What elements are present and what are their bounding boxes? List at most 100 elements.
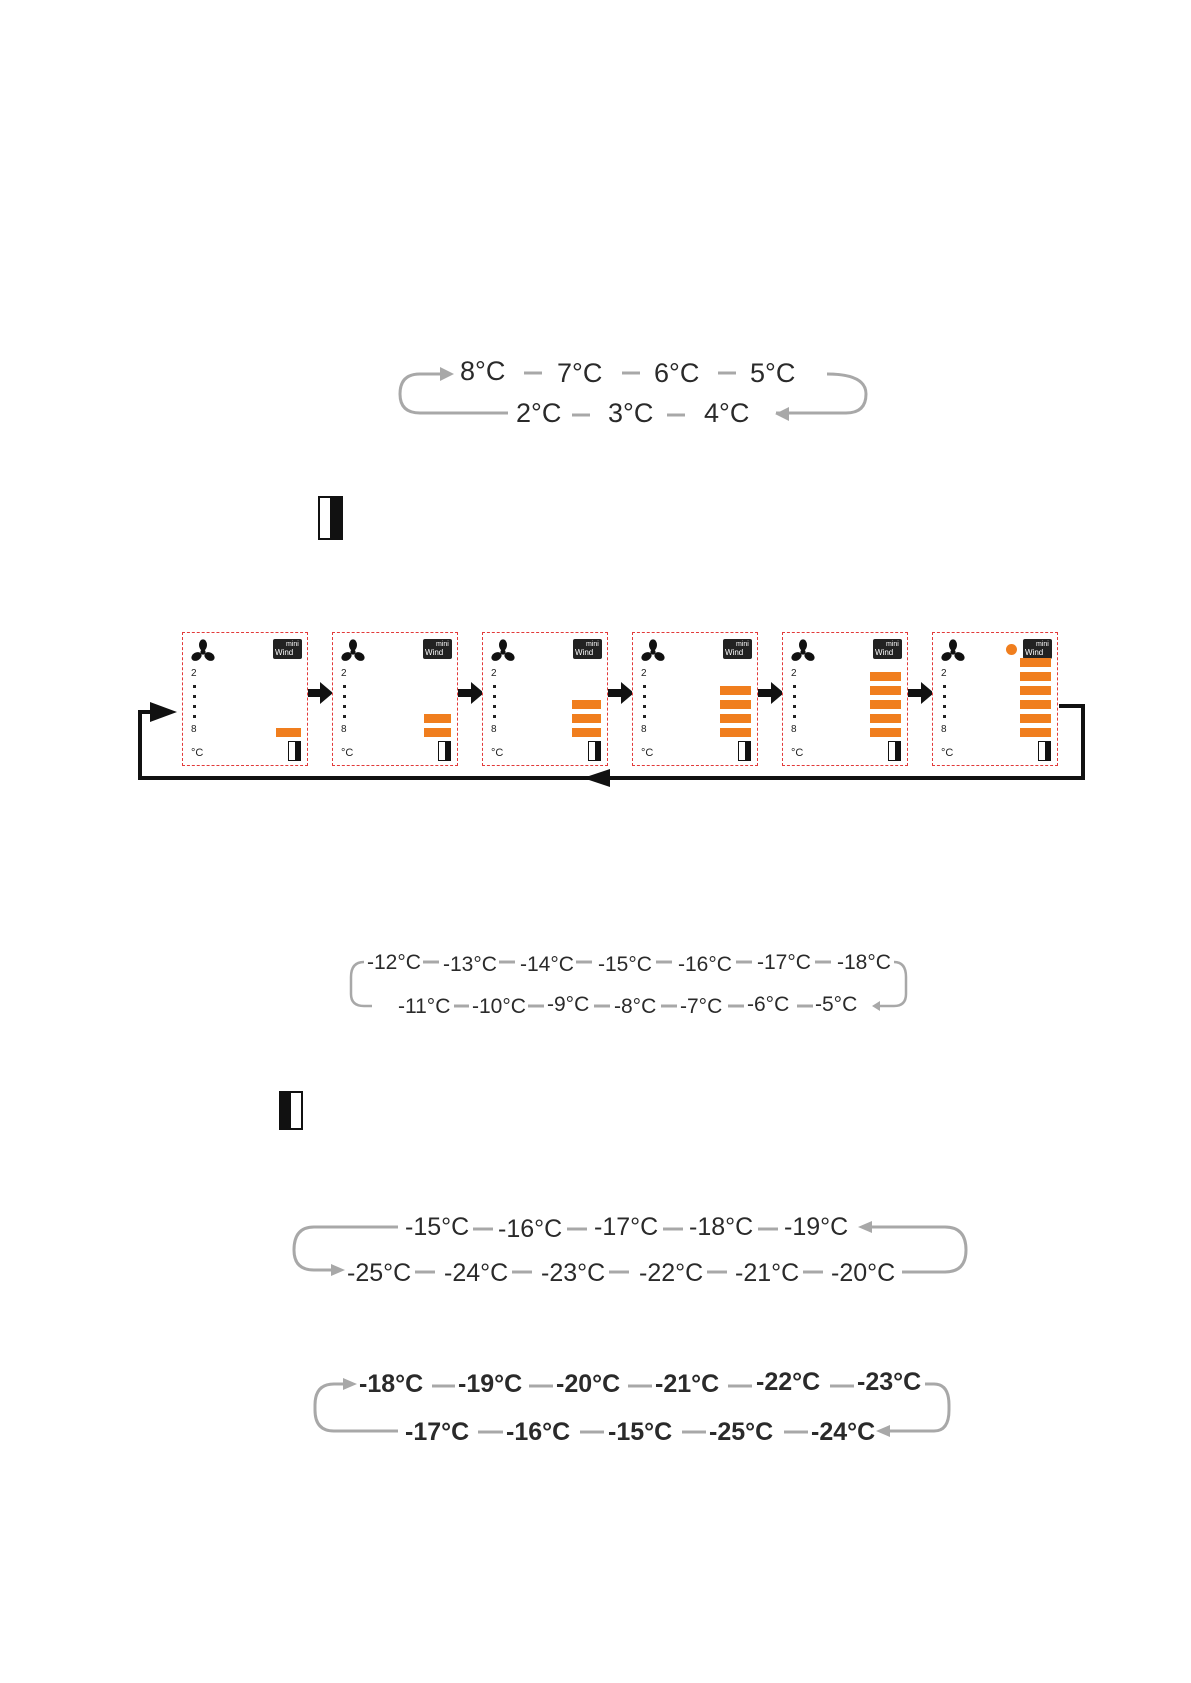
scale-top-label: 2	[791, 668, 797, 679]
step-arrow-icon	[907, 682, 934, 704]
unit-label: °C	[941, 747, 954, 759]
temp-minus-18: -18°C	[837, 951, 891, 974]
level-bar	[1020, 686, 1051, 695]
level-bar	[276, 728, 301, 737]
unit-label: °C	[641, 747, 654, 759]
unit-label: °C	[491, 747, 504, 759]
panel-cycle-flow	[138, 682, 1085, 787]
temp-minus-23: -23°C	[541, 1259, 606, 1287]
arrowhead-icon	[440, 367, 454, 381]
unit-label: °C	[341, 747, 354, 759]
level-bar	[870, 700, 901, 709]
temp-minus-25: -25°C	[709, 1418, 774, 1446]
step-arrows	[306, 682, 934, 704]
scale-dot	[193, 715, 196, 718]
temp-minus-10: -10°C	[472, 995, 526, 1018]
badge-label-bottom: Wind	[275, 648, 294, 657]
temp-minus-25: -25°C	[347, 1259, 412, 1287]
scale-dot	[493, 715, 496, 718]
scale-dot	[493, 695, 496, 698]
temp-minus-22: -22°C	[639, 1259, 704, 1287]
badge-label-top: mini	[736, 641, 749, 648]
fan-icon	[790, 639, 816, 665]
badge-label-top: mini	[586, 641, 599, 648]
scale-dot	[943, 705, 946, 708]
unit-label: °C	[791, 747, 804, 759]
level-bar	[1020, 658, 1051, 667]
scale-dot	[643, 685, 646, 688]
step-arrow-icon	[306, 682, 333, 704]
scale-dot	[193, 695, 196, 698]
temp-minus-20: -20°C	[831, 1259, 896, 1287]
scale-dot	[793, 715, 796, 718]
fan-icon	[340, 639, 366, 665]
temp-2: 2°C	[516, 398, 562, 428]
scale-dot	[343, 685, 346, 688]
temp-minus-21: -21°C	[735, 1259, 800, 1287]
temp-7: 7°C	[557, 358, 603, 388]
scale-dot	[493, 685, 496, 688]
scale-dot	[493, 705, 496, 708]
level-bar	[1020, 714, 1051, 723]
arrowhead-icon	[343, 1378, 357, 1390]
temp-minus-8: -8°C	[614, 995, 657, 1018]
fridge-cycle-loop	[398, 367, 868, 421]
freezer-cycle-c: -18°C -19°C -20°C -21°C -22°C -23°C -17°…	[313, 1368, 951, 1446]
temp-minus-15: -15°C	[608, 1418, 673, 1446]
level-bar	[572, 728, 601, 737]
compartment-mini-icon	[1038, 741, 1051, 761]
scale-dot	[343, 695, 346, 698]
scale-dot	[193, 705, 196, 708]
temp-minus-17: -17°C	[594, 1213, 659, 1241]
fan-icon	[490, 639, 516, 665]
scale-top-label: 2	[491, 668, 497, 679]
scale-dot	[793, 695, 796, 698]
temp-minus-13: -13°C	[443, 953, 497, 976]
scale-dot	[943, 695, 946, 698]
fridge-compartment-icon	[318, 496, 343, 540]
temp-8: 8°C	[460, 356, 506, 386]
level-bar	[720, 728, 751, 737]
loop-arrowhead-icon	[150, 702, 177, 722]
temp-3: 3°C	[608, 398, 654, 428]
temp-6: 6°C	[654, 358, 700, 388]
badge-label-top: mini	[886, 641, 899, 648]
scale-dot	[643, 705, 646, 708]
temp-minus-12: -12°C	[367, 951, 421, 974]
freezer-compartment-icon	[279, 1091, 303, 1130]
scale-dot	[793, 685, 796, 688]
badge-label-top: mini	[1036, 641, 1049, 648]
step-arrow-icon	[757, 682, 784, 704]
temp-minus-23: -23°C	[857, 1368, 922, 1396]
temp-minus-19: -19°C	[458, 1370, 523, 1398]
temp-minus-15: -15°C	[598, 953, 652, 976]
freezer-cycle-b: -15°C -16°C -17°C -18°C -19°C -25°C -24°…	[292, 1213, 968, 1287]
loop-arrowhead-icon	[583, 769, 610, 787]
temp-minus-9: -9°C	[547, 993, 590, 1016]
badge-label-top: mini	[286, 641, 299, 648]
level-bar	[424, 728, 451, 737]
badge-label-top: mini	[436, 641, 449, 648]
scale-dot	[643, 715, 646, 718]
compartment-mini-icon	[738, 741, 751, 761]
temp-minus-17: -17°C	[405, 1418, 470, 1446]
badge-label-bottom: Wind	[425, 648, 444, 657]
temp-minus-18: -18°C	[689, 1213, 754, 1241]
level-bar	[870, 672, 901, 681]
scale-top-label: 2	[641, 668, 647, 679]
badge-label-bottom: Wind	[875, 648, 894, 657]
badge-label-bottom: Wind	[575, 648, 594, 657]
compartment-mini-icon	[888, 741, 901, 761]
scale-dot	[943, 685, 946, 688]
scale-bottom-label: 8	[641, 724, 647, 735]
temp-minus-5: -5°C	[815, 993, 858, 1016]
freezer-cycle-c-loop	[313, 1378, 951, 1437]
temp-minus-16: -16°C	[678, 953, 732, 976]
